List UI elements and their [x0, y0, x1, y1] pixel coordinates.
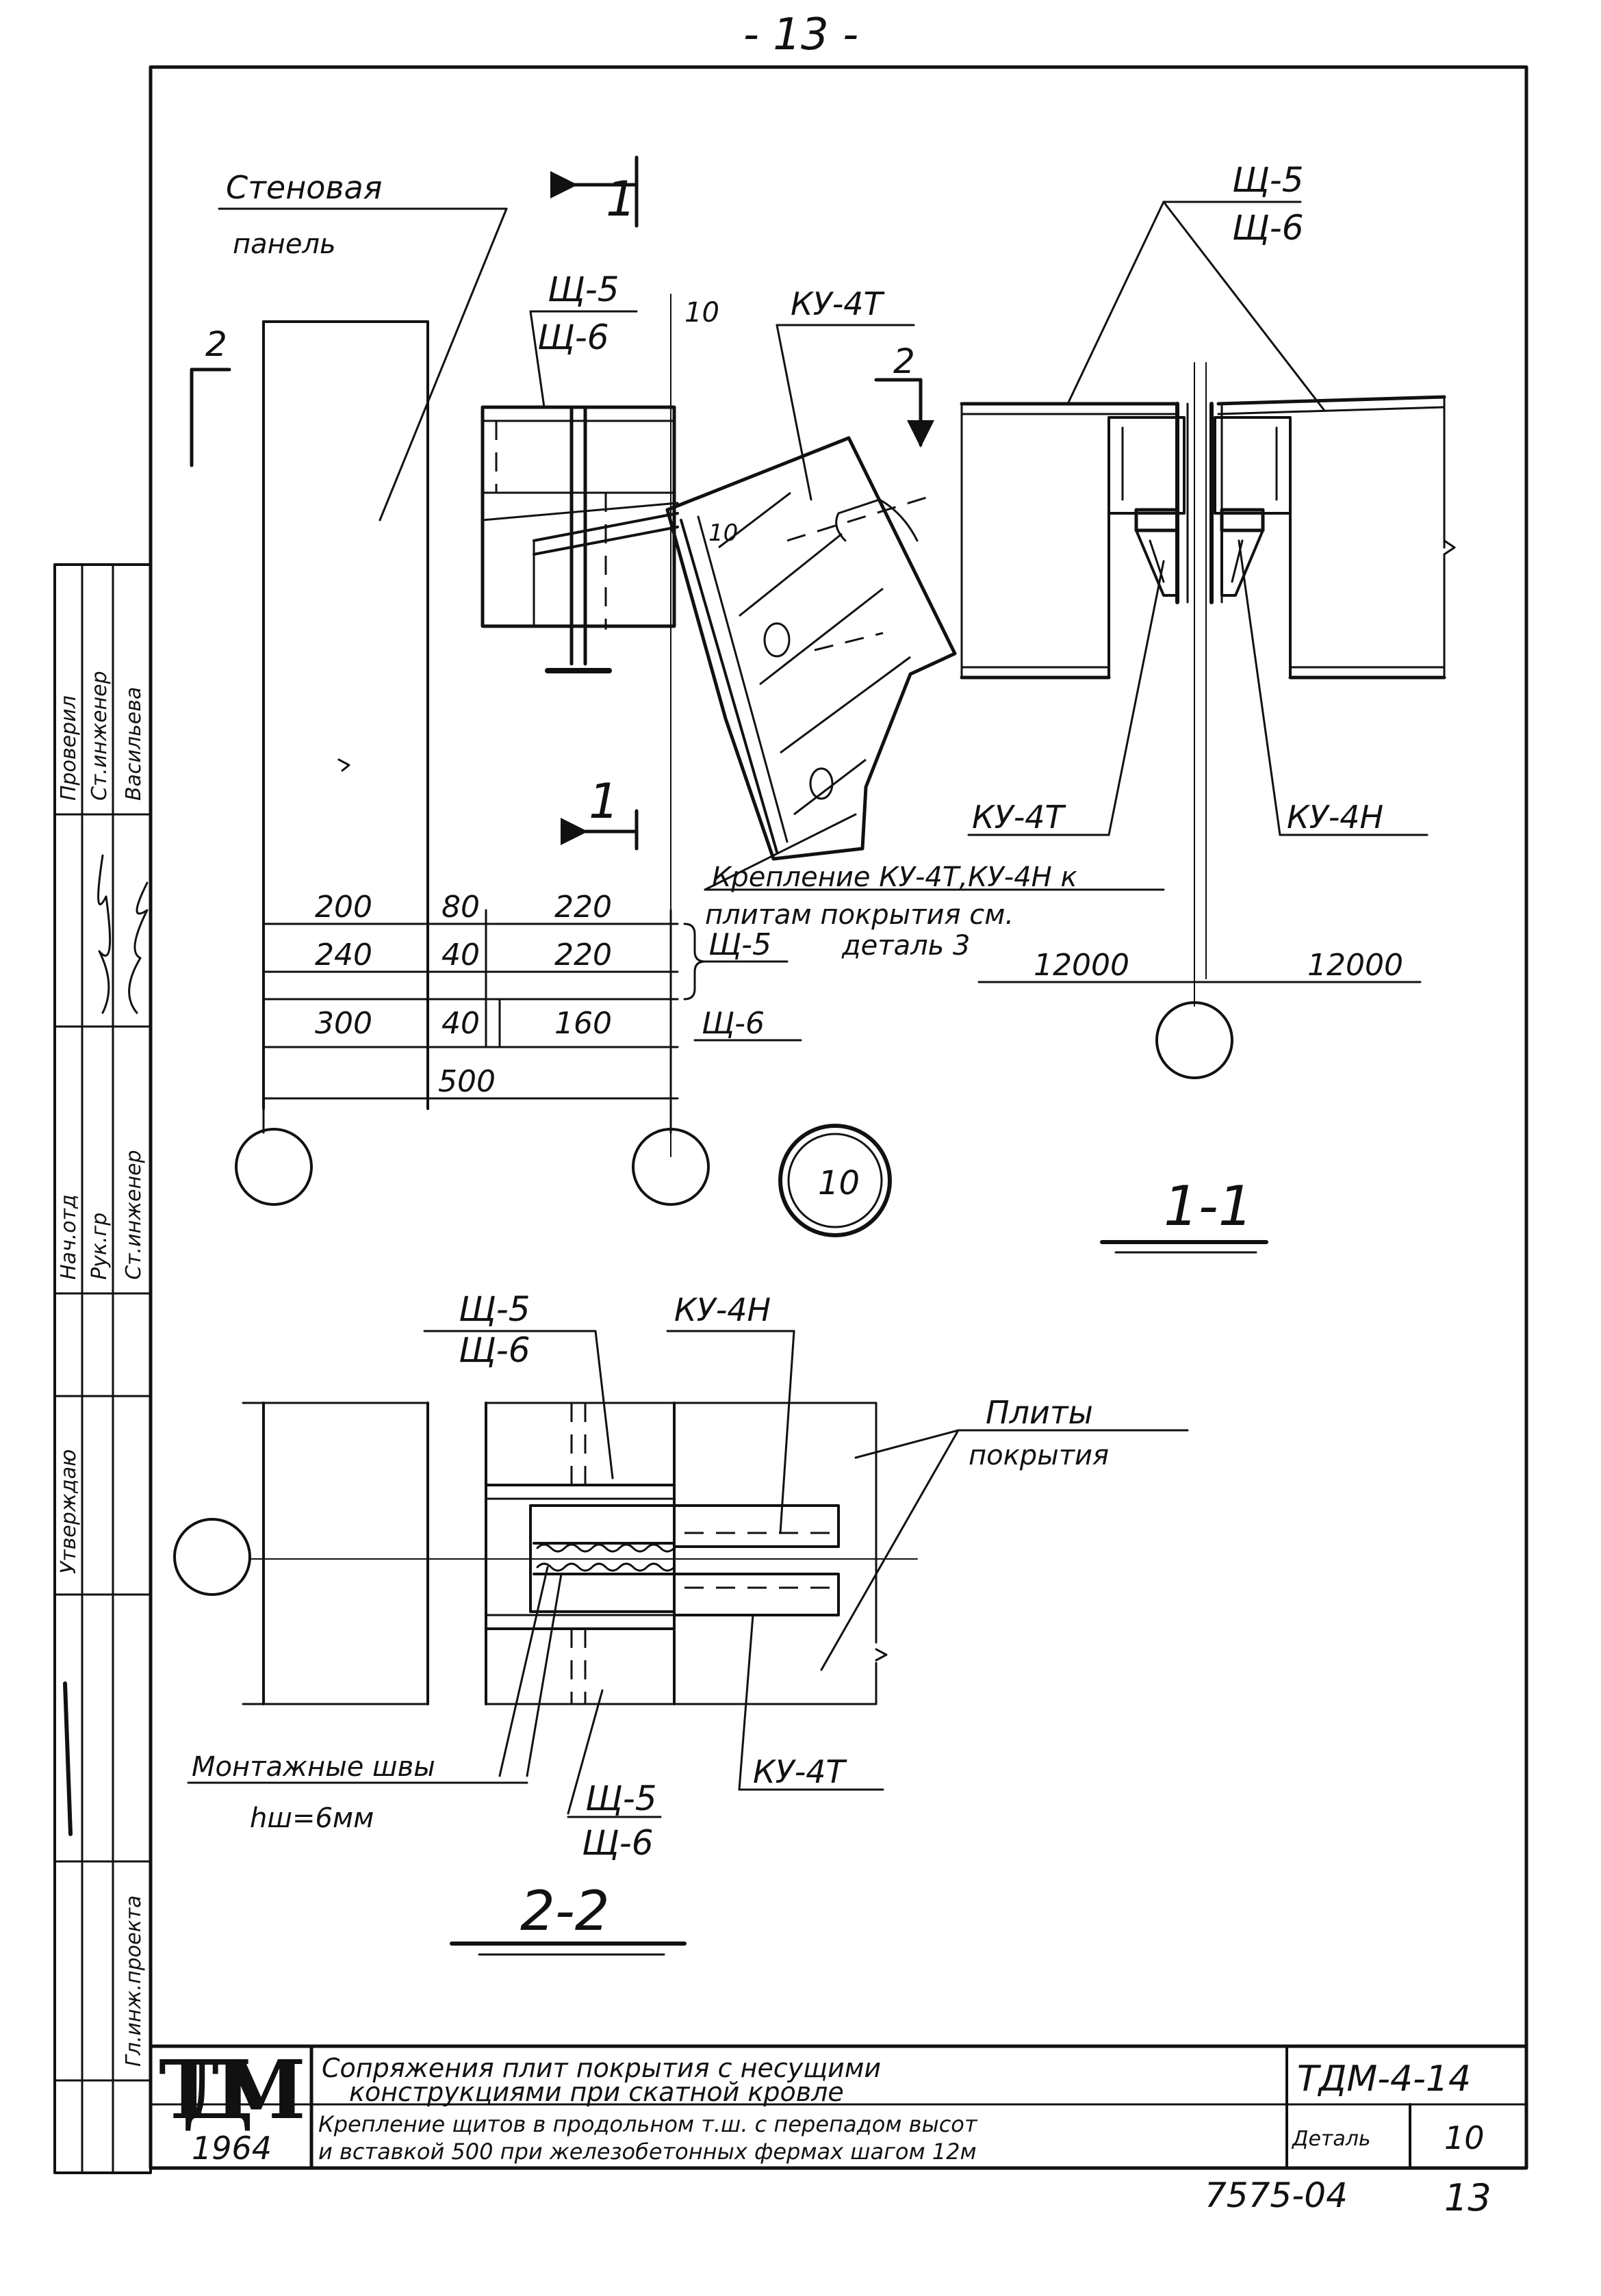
dim-r1-c1: 200: [315, 890, 372, 925]
plan-view: Стеновая панель 2 1 Щ-5 Щ-6 10: [190, 155, 1165, 1157]
section-1-1: Щ-5 Щ-6: [960, 160, 1456, 1254]
doc-subtitle-2: и вставкой 500 при железобетонных фермах…: [318, 2139, 977, 2165]
sheet-number: 13: [1444, 2176, 1491, 2219]
s22-panel-b-top: Щ-6: [459, 1330, 530, 1370]
stamp-text-5: Рук.гр: [88, 1213, 112, 1280]
side-stamp: Проверил Ст.инженер Васильева Нач.отд Ру…: [53, 563, 152, 2174]
cut1-top-mark: 1: [606, 171, 637, 227]
s11-truss-n: КУ-4Н: [1287, 799, 1383, 836]
stamp-text-4: Нач.отд: [57, 1194, 81, 1280]
wall-panel-leader: [379, 207, 508, 521]
axis-bubble-right: [632, 1128, 710, 1206]
axis-bubble-left: [235, 1128, 313, 1206]
detail-number: 10: [1444, 2119, 1485, 2156]
org-mark: ТДМ: [159, 2042, 306, 2137]
doc-title-2: конструкциями при скатной кровле: [349, 2077, 844, 2107]
s22-slabs-1: Плиты: [986, 1394, 1093, 1431]
s11-panel-a: Щ-5: [1232, 160, 1304, 200]
stamp-text-3: Васильева: [122, 687, 146, 801]
stamp-text-8: Гл.инж.проекта: [122, 1895, 146, 2067]
s11-axis-bubble: [1155, 1001, 1233, 1079]
s11-span-right: 12000: [1307, 948, 1403, 983]
dim-r3-c1: 300: [315, 1006, 372, 1041]
stamp-text-6: Ст.инженер: [122, 1150, 146, 1280]
s22-truss-n: КУ-4Н: [674, 1291, 771, 1328]
s22-slabs-2: покрытия: [969, 1440, 1109, 1471]
s22-panel-a-bottom: Щ-5: [585, 1779, 657, 1818]
svg-text:10: 10: [708, 519, 738, 547]
detail-callout: [778, 1124, 892, 1237]
doc-code: ТДМ-4-14: [1297, 2059, 1471, 2100]
stamp-mark: [63, 1681, 73, 1836]
dim-r1-c2: 80: [441, 890, 480, 925]
detail-ref-1: Крепление КУ-4Т,КУ-4Н к: [712, 862, 1077, 893]
dim-label-sh6: Щ-6: [702, 1006, 765, 1041]
page-number: - 13 -: [743, 10, 858, 60]
wall-panel-label-2: панель: [233, 229, 336, 260]
cut2-right-mark: 2: [893, 341, 915, 381]
dim-r2-c2: 40: [441, 938, 480, 972]
plan-panel-a: Щ-5: [548, 270, 619, 309]
detail-ref-2: плитам покрытия см.: [705, 899, 1014, 931]
s22-welds-1: Монтажные швы: [192, 1751, 435, 1783]
dim-r3-c2: 40: [441, 1006, 480, 1041]
detail-ref-3: деталь 3: [841, 930, 970, 962]
dim-r1-c3: 220: [554, 890, 612, 925]
s11-truss-t: КУ-4Т: [972, 799, 1067, 836]
title-block: ТДМ 1964 Сопряжения плит покрытия с несу…: [149, 2042, 1528, 2219]
s22-welds-2: hш=6мм: [250, 1803, 374, 1834]
detail-callout-number: 10: [818, 1164, 860, 1202]
stamp-text-7: Утверждаю: [57, 1449, 81, 1574]
s22-truss-t: КУ-4Т: [753, 1753, 848, 1790]
gap-10: 10: [684, 297, 719, 328]
detail-label: Деталь: [1291, 2127, 1371, 2151]
wall-panel-label-1: Стеновая: [226, 169, 382, 206]
section-2-2: Щ-5 Щ-6 КУ-4Н Плиты покрытия: [173, 1289, 1189, 1956]
doc-subtitle-1: Крепление щитов в продольном т.ш. с пере…: [318, 2111, 978, 2137]
dim-r2-c1: 240: [315, 938, 372, 972]
cut2-left-mark: 2: [205, 324, 227, 364]
signature-2: [128, 881, 149, 1014]
dim-total: 500: [438, 1064, 496, 1099]
doc-title-1: Сопряжения плит покрытия с несущими: [322, 2053, 881, 2083]
dim-label-sh5: Щ-5: [708, 927, 771, 962]
dimension-table: 200 80 220 240 40 220 300 40 160 500 Щ-5…: [235, 890, 892, 1237]
s11-title: 1-1: [1164, 1174, 1253, 1238]
s22-panel-b-bottom: Щ-6: [582, 1823, 654, 1863]
signature-1: [97, 854, 112, 1014]
s22-axis-bubble: [173, 1518, 251, 1596]
dim-r2-c3: 220: [554, 938, 612, 972]
inventory-number: 7575-04: [1205, 2176, 1348, 2215]
s11-span-left: 12000: [1034, 948, 1129, 983]
stamp-text-1: Проверил: [57, 695, 81, 801]
cut1-bottom-mark: 1: [589, 773, 619, 829]
s11-panel-b: Щ-6: [1232, 208, 1304, 248]
sheet-frame: [149, 65, 1528, 2170]
stamp-text-2: Ст.инженер: [88, 671, 112, 801]
s22-title: 2-2: [520, 1879, 610, 1943]
year: 1964: [192, 2130, 272, 2167]
plan-truss-t: КУ-4Т: [791, 285, 886, 322]
dim-r3-c3: 160: [554, 1006, 612, 1041]
plan-panel-b: Щ-6: [537, 318, 609, 357]
s22-panel-a-top: Щ-5: [459, 1289, 530, 1329]
